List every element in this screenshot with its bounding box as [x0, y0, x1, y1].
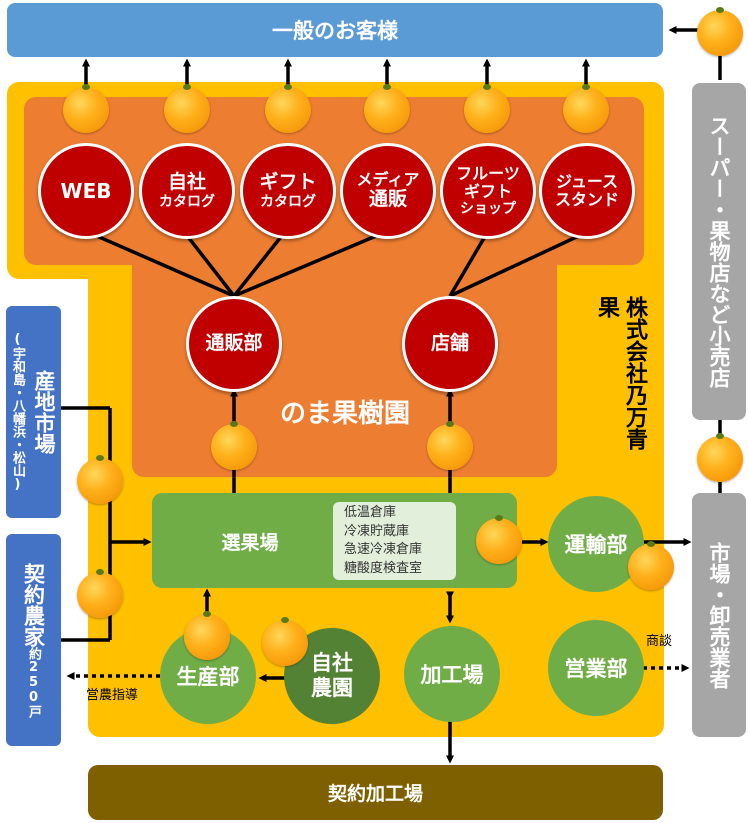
orange-icon — [265, 84, 311, 133]
orange-icon — [262, 617, 308, 666]
facility-item: 低温倉庫 — [344, 505, 397, 520]
mail-order-dept: 通販部 — [186, 296, 282, 392]
store-dept: 店舗 — [402, 296, 498, 392]
orange-icon — [184, 611, 230, 660]
channel-sublabel: スタンド — [554, 190, 619, 209]
sales-dept: 営業部 — [548, 620, 644, 716]
origin-market-label: 産地市場 — [32, 370, 56, 454]
transport-label: 運輸部 — [564, 533, 628, 557]
contract-processing-bar: 契約加工場 — [88, 765, 663, 820]
origin-market-sub: (宇和島・八幡浜・松山) — [10, 332, 25, 492]
processing-label: 加工場 — [420, 663, 484, 687]
channel-sublabel: カタログ — [159, 193, 215, 210]
store-label: 店舗 — [430, 332, 469, 355]
production-label: 生産部 — [176, 665, 240, 689]
channel-label: WEB — [60, 178, 112, 203]
orange-icon — [563, 84, 609, 133]
channel-sublabel: ショップ — [460, 201, 516, 218]
negotiation-label: 商談 — [646, 634, 673, 649]
transport-dept: 運輸部 — [548, 496, 644, 592]
channel-sublabel: ギフト — [463, 181, 512, 201]
orange-icon — [77, 569, 123, 618]
orange-icon — [77, 455, 123, 504]
contract-farmers-sub: 約250戸 — [26, 646, 41, 718]
channel-sublabel: 通販 — [368, 188, 407, 211]
orange-icon — [63, 84, 109, 133]
sorting-facility-label: 選果場 — [221, 532, 279, 554]
orange-icon — [427, 421, 473, 470]
contract-processing-label: 契約加工場 — [327, 783, 423, 805]
facility-list: 低温倉庫 冷凍貯蔵庫 急速冷凍倉庫 糖酸度検査室 — [333, 502, 456, 580]
general-customers-bar: 一般のお客様 — [7, 3, 663, 57]
facility-item: 糖酸度検査室 — [344, 560, 423, 576]
channel-web: WEB — [38, 143, 134, 239]
channel-label: ジュース — [555, 171, 619, 191]
orange-icon — [164, 84, 210, 133]
contract-farmers-bar: 契約農家 約250戸 — [6, 534, 61, 746]
orange-icon — [697, 433, 743, 482]
orange-icon — [628, 541, 674, 590]
origin-market-bar: 産地市場 (宇和島・八幡浜・松山) — [6, 306, 61, 518]
mail-order-label: 通販部 — [205, 332, 263, 355]
channel-label: フルーツ — [456, 163, 520, 183]
wholesale-label: 市場・卸売業者 — [707, 541, 731, 689]
guidance-label: 営農指導 — [86, 688, 139, 703]
channel-label: メディア — [356, 169, 420, 189]
facility-item: 急速冷凍倉庫 — [344, 542, 423, 557]
channel-juice-stand: ジュース スタンド — [539, 143, 635, 239]
orange-icon — [697, 7, 743, 56]
channel-fruit-gift-shop: フルーツ ギフト ショップ — [440, 143, 536, 239]
channel-own-catalog: 自社 カタログ — [139, 143, 235, 239]
channel-gift-catalog: ギフト カタログ — [240, 143, 336, 239]
orchard-label: のま果樹園 — [279, 399, 410, 429]
processing-plant: 加工場 — [404, 626, 500, 722]
channel-label: 自社 — [167, 171, 206, 194]
own-farm-label: 自社農園 — [311, 650, 353, 700]
facility-item: 冷凍貯蔵庫 — [344, 523, 410, 539]
channel-media-mail: メディア 通販 — [340, 143, 436, 239]
contract-farmers-label: 契約農家 — [21, 562, 46, 647]
orange-icon — [476, 515, 522, 564]
general-customers-label: 一般のお客様 — [272, 19, 398, 43]
wholesale-bar: 市場・卸売業者 — [692, 493, 746, 737]
orange-icon — [211, 421, 257, 470]
retail-stores-bar: スーパー・果物店など小売店 — [692, 83, 746, 420]
sales-label: 営業部 — [564, 657, 628, 681]
company-name-label: 株式会社乃万青果 — [594, 296, 647, 450]
retail-stores-label: スーパー・果物店など小売店 — [707, 115, 731, 388]
orange-icon — [364, 84, 410, 133]
orange-icon — [464, 84, 510, 133]
channel-sublabel: カタログ — [260, 193, 316, 210]
company-name: 株式会社乃万青果 — [578, 296, 648, 466]
channel-label: ギフト — [259, 171, 317, 194]
